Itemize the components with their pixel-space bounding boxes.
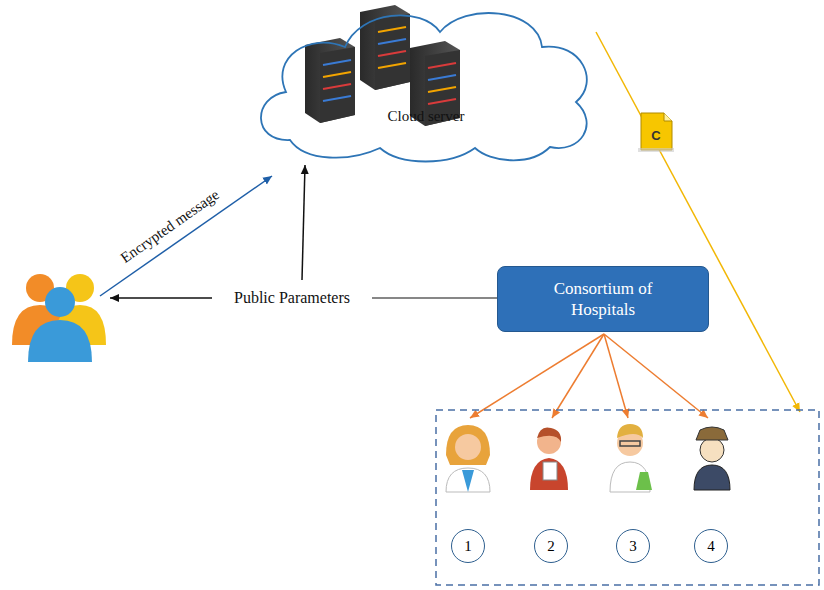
node-label: 2: [547, 538, 555, 555]
parameter-arrow: [302, 165, 305, 280]
node-label: 1: [464, 538, 472, 555]
server-icon: [305, 38, 355, 123]
annotation-label: Public Parameters: [232, 289, 352, 307]
callout-number: 4: [694, 529, 728, 563]
node-label: Cloud server: [250, 108, 602, 125]
file-letter: C: [651, 128, 660, 143]
file-icon: [638, 113, 674, 152]
user-group-box: [436, 410, 819, 585]
user-icon: [694, 427, 730, 490]
callout-number: 3: [616, 529, 650, 563]
scientist-icon: [610, 424, 652, 492]
parameter-line: [372, 297, 497, 298]
nurse-icon: [530, 427, 568, 490]
callout-number: 1: [451, 529, 485, 563]
cloud-outline: [250, 2, 602, 167]
distribution-arrows: [470, 334, 708, 418]
process-box: Consortium of Hospitals: [497, 266, 709, 332]
doctor-icon: [446, 425, 490, 492]
callout-number: 2: [534, 529, 568, 563]
cloud-shape: Cloud server: [250, 2, 602, 167]
users-icon: [12, 274, 106, 362]
parameter-arrow: [110, 297, 212, 299]
node-label: 4: [707, 538, 715, 555]
node-label: 3: [629, 538, 637, 555]
download-arrow: [596, 32, 800, 412]
node-label: Consortium of Hospitals: [541, 278, 666, 321]
encrypted-arrow: [100, 176, 272, 296]
edge-label: Encrypted message: [118, 186, 223, 267]
